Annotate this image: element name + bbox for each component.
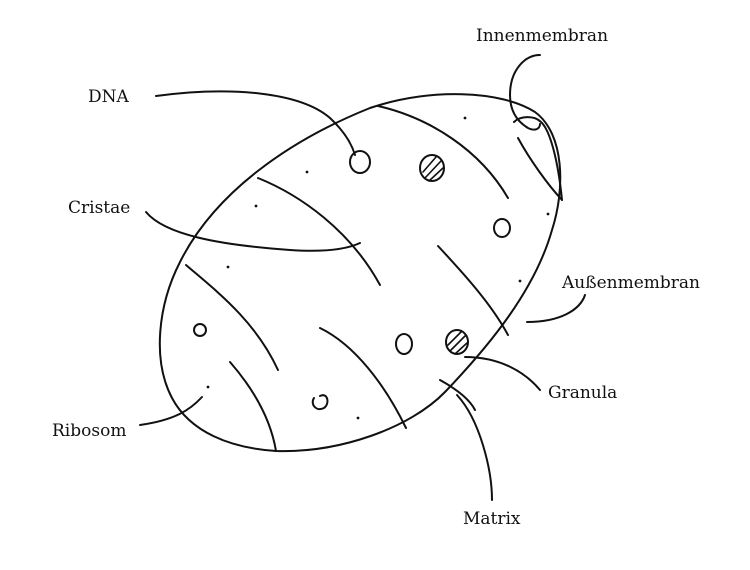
dna-circle xyxy=(311,394,329,410)
inner-membrane-fold-inner xyxy=(517,137,563,201)
crista-1 xyxy=(377,105,509,199)
dna-circle xyxy=(349,150,371,174)
ribosome-dot xyxy=(226,265,230,269)
label-granula: Granula xyxy=(548,383,617,403)
crista-7 xyxy=(439,379,476,411)
ribosome-dot xyxy=(546,212,550,216)
outer-membrane xyxy=(158,93,562,453)
ribosome-dot xyxy=(518,279,522,283)
label-aussenmembran: Außenmembran xyxy=(561,273,700,293)
dna-circle xyxy=(395,333,413,355)
leader-ribosom xyxy=(139,396,203,426)
leader-innenmembran xyxy=(509,54,541,131)
crista-3 xyxy=(437,245,509,336)
dna-circle xyxy=(493,218,511,238)
crista-2 xyxy=(257,177,381,286)
ribosome-dot xyxy=(463,116,467,120)
leader-cristae xyxy=(145,211,361,252)
ribosome-dot xyxy=(356,416,360,420)
crista-5 xyxy=(319,327,407,429)
leader-matrix xyxy=(456,394,493,501)
label-matrix: Matrix xyxy=(463,509,521,529)
label-dna: DNA xyxy=(88,87,130,107)
ribosome-dot xyxy=(206,385,210,389)
granule xyxy=(419,154,445,182)
inner-membrane-fold xyxy=(513,116,563,201)
leader-granula xyxy=(464,356,541,391)
label-ribosom: Ribosom xyxy=(52,421,126,441)
crista-4 xyxy=(185,264,279,371)
ribosome-dot xyxy=(305,170,309,174)
dna-circle xyxy=(193,323,207,337)
granule xyxy=(445,329,469,355)
label-cristae: Cristae xyxy=(68,198,130,218)
leader-aussenmembran xyxy=(526,294,586,323)
leader-dna xyxy=(155,90,356,156)
ribosome-dot xyxy=(254,204,258,208)
crista-6 xyxy=(229,361,277,452)
label-innenmembran: Innenmembran xyxy=(476,26,608,46)
